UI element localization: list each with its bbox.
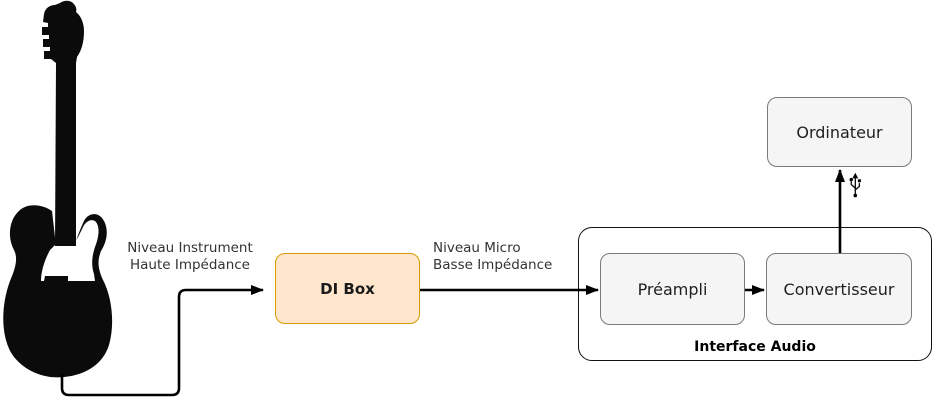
interface-audio-label: Interface Audio — [694, 339, 816, 355]
electric-guitar-silhouette-icon — [3, 0, 113, 378]
ordinateur-label: Ordinateur — [796, 122, 883, 142]
node-ordinateur: Ordinateur — [767, 97, 912, 167]
convertisseur-label: Convertisseur — [783, 279, 895, 299]
edge-label-line: Haute Impédance — [129, 257, 250, 273]
edge-label-guitar-to-dibox: Niveau Instrument Haute Impédance — [110, 240, 270, 274]
node-convertisseur: Convertisseur — [766, 253, 912, 325]
edge-label-dibox-to-interface: Niveau Micro Basse Impédance — [433, 240, 593, 274]
node-di-box: DI Box — [275, 253, 420, 324]
preampli-label: Préampli — [637, 279, 708, 299]
di-box-label: DI Box — [320, 279, 375, 298]
edge-label-line: Niveau Instrument — [127, 240, 253, 256]
edge-label-line: Basse Impédance — [433, 257, 553, 273]
arrow-guitar-to-dibox — [60, 285, 264, 397]
usb-icon — [849, 172, 861, 198]
edge-label-line: Niveau Micro — [433, 240, 521, 256]
node-preampli: Préampli — [600, 253, 745, 325]
